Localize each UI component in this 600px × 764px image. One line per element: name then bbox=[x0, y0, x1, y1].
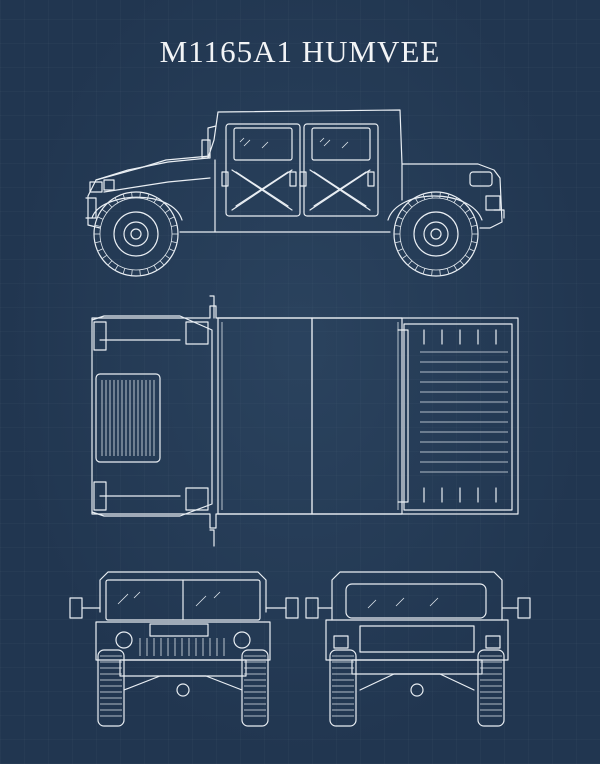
front-wheel bbox=[93, 191, 179, 277]
side-view bbox=[85, 109, 505, 277]
rear-wheel bbox=[393, 191, 479, 277]
poster-title: M1165A1 HUMVEE bbox=[159, 34, 441, 69]
rear-view bbox=[305, 571, 531, 727]
front-view bbox=[69, 571, 299, 727]
top-view bbox=[91, 295, 519, 547]
